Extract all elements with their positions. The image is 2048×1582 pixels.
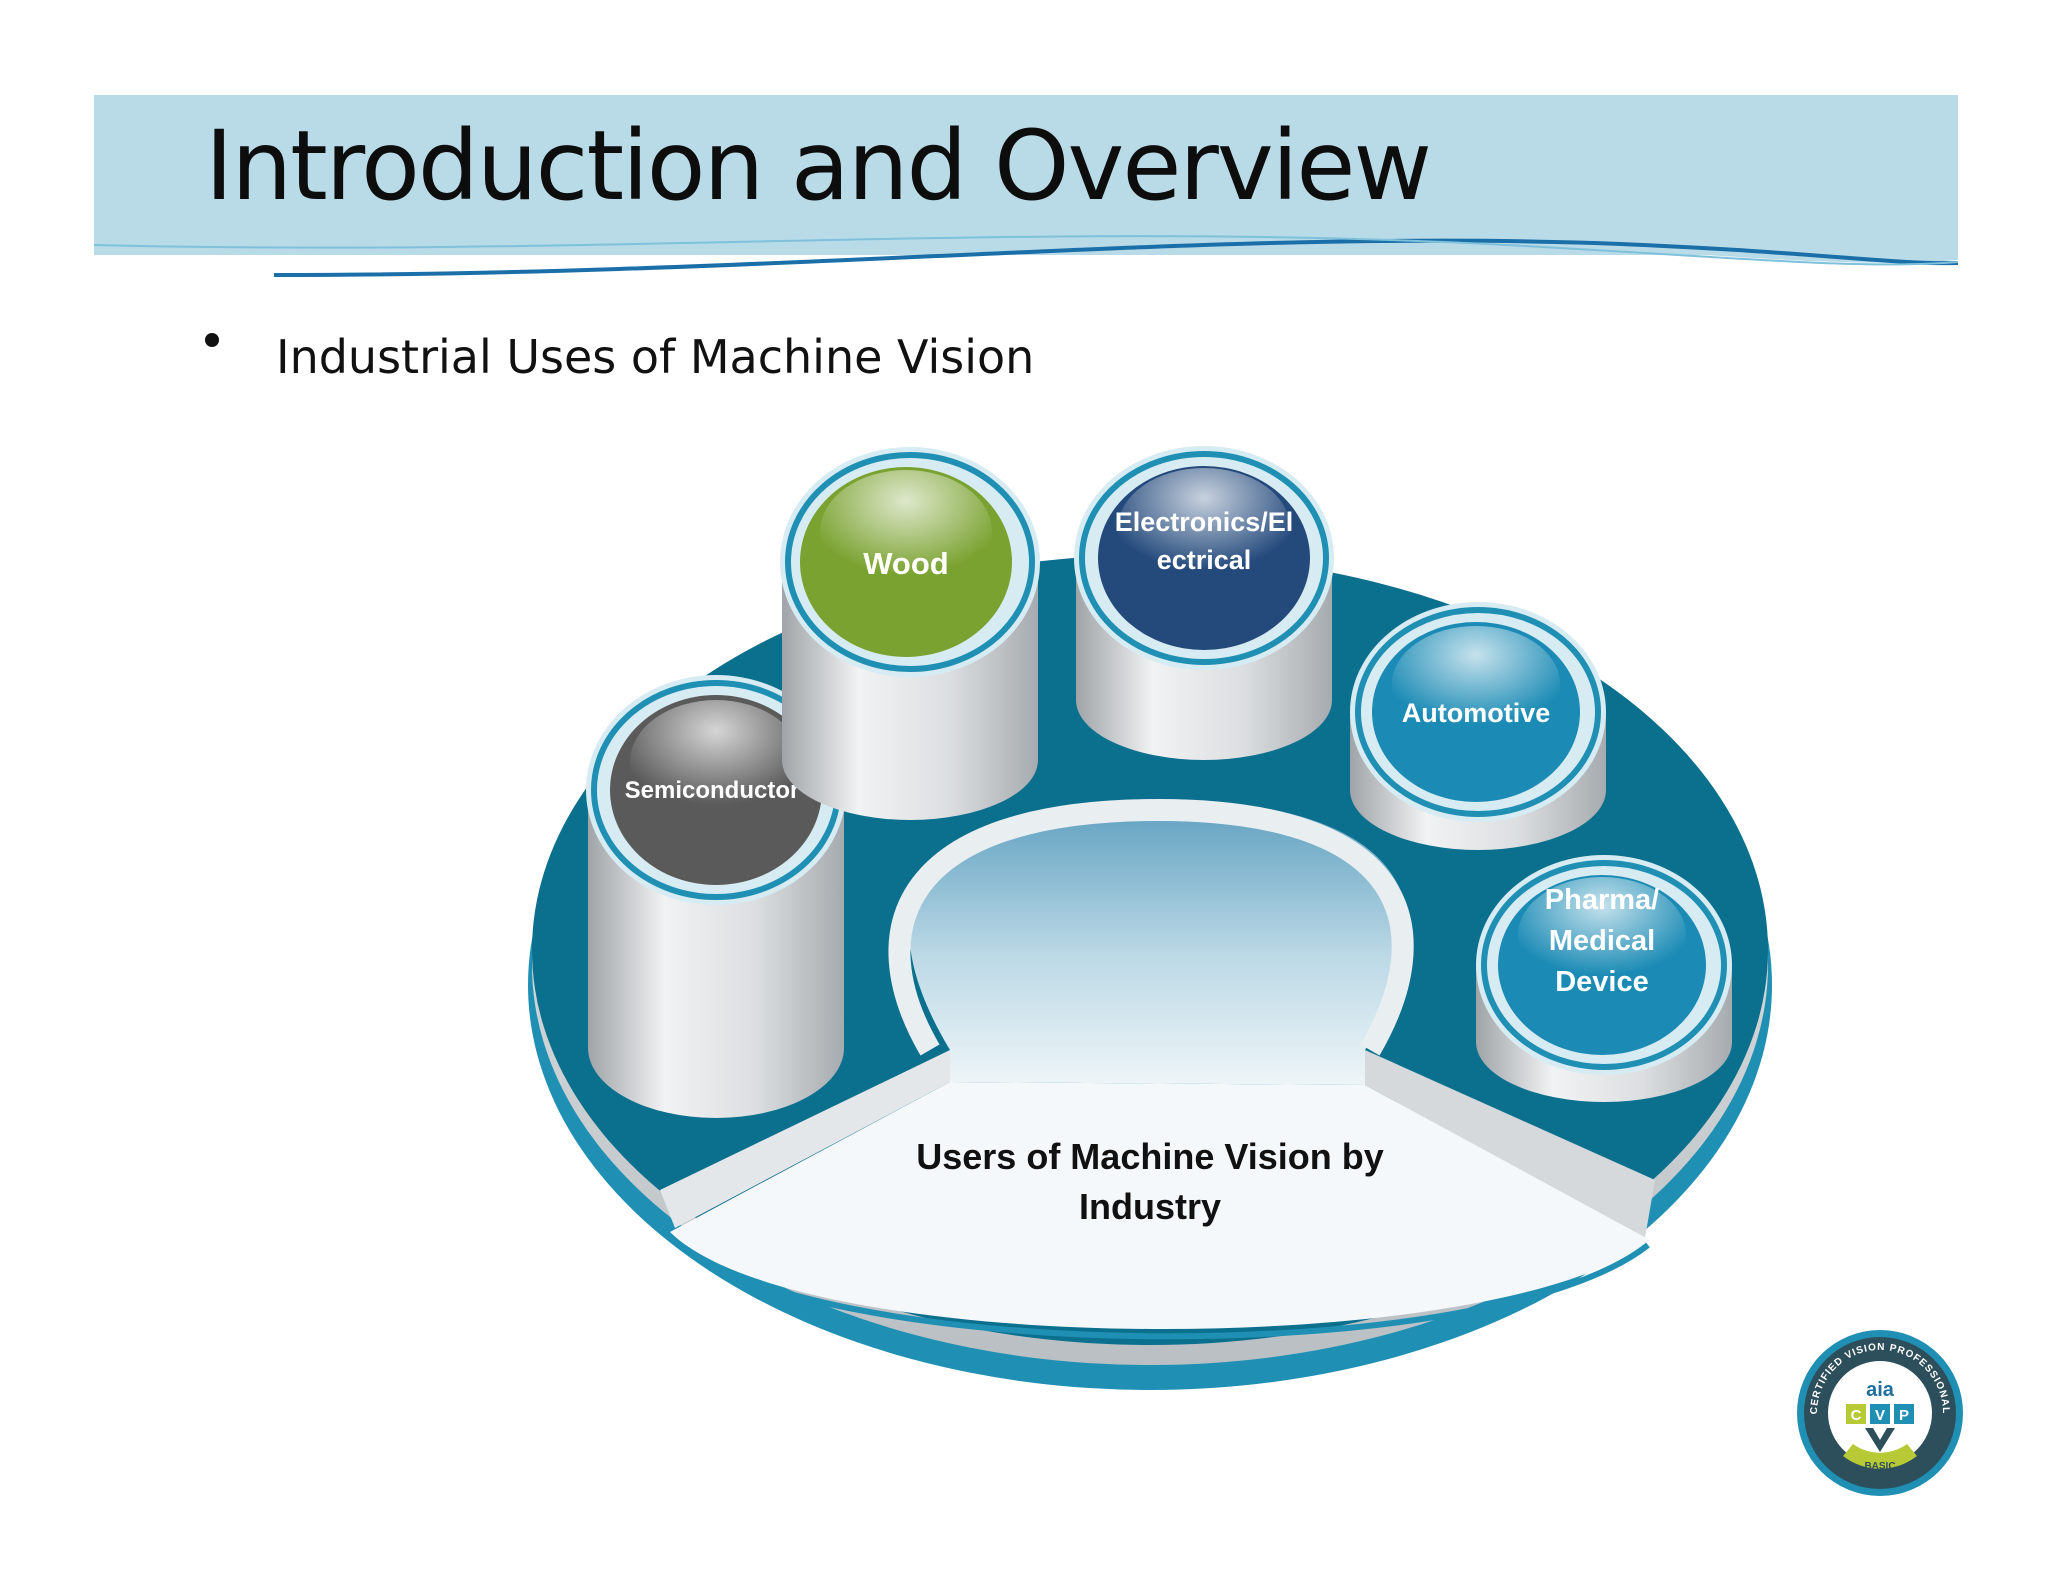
slide-title: Introduction and Overview <box>205 110 1432 222</box>
svg-text:P: P <box>1899 1407 1909 1424</box>
pillar-semiconductor: Semiconductor <box>586 675 846 1118</box>
pillar-automotive: Automotive <box>1350 602 1606 850</box>
svg-text:aia: aia <box>1866 1379 1895 1401</box>
pillar-label-semiconductor: Semiconductor <box>625 777 800 804</box>
svg-text:C: C <box>1851 1407 1862 1424</box>
label-line: Device <box>1555 966 1649 998</box>
svg-text:BASIC: BASIC <box>1864 1461 1895 1472</box>
label-line: Medical <box>1549 925 1655 957</box>
label-line: Pharma/ <box>1545 884 1659 916</box>
center-label: Users of Machine Vision by Industry <box>916 1136 1383 1227</box>
bullet-marker <box>205 333 219 347</box>
label-line: Users of Machine Vision by <box>916 1136 1383 1177</box>
pillar-label-automotive: Automotive <box>1402 698 1551 728</box>
label-line: Wood <box>863 546 949 581</box>
label-line: Semiconductor <box>625 777 800 804</box>
banner-swoosh <box>94 215 1958 277</box>
label-line: Electronics/El <box>1115 507 1294 537</box>
pillar-label-electronics: Electronics/El ectrical <box>1115 507 1294 575</box>
label-line: ectrical <box>1157 545 1252 575</box>
svg-text:V: V <box>1875 1407 1885 1424</box>
label-line: Automotive <box>1402 698 1551 728</box>
bullet-text: Industrial Uses of Machine Vision <box>276 330 1035 384</box>
pillar-label-wood: Wood <box>863 546 949 581</box>
pillar-electronics: Electronics/El ectrical <box>1074 446 1334 760</box>
cvp-basic-badge-logo: CERTIFIED VISION PROFESSIONAL BASIC aia … <box>1797 1330 1963 1496</box>
label-line: Industry <box>1079 1186 1221 1227</box>
pillar-wood: Wood <box>780 447 1040 820</box>
